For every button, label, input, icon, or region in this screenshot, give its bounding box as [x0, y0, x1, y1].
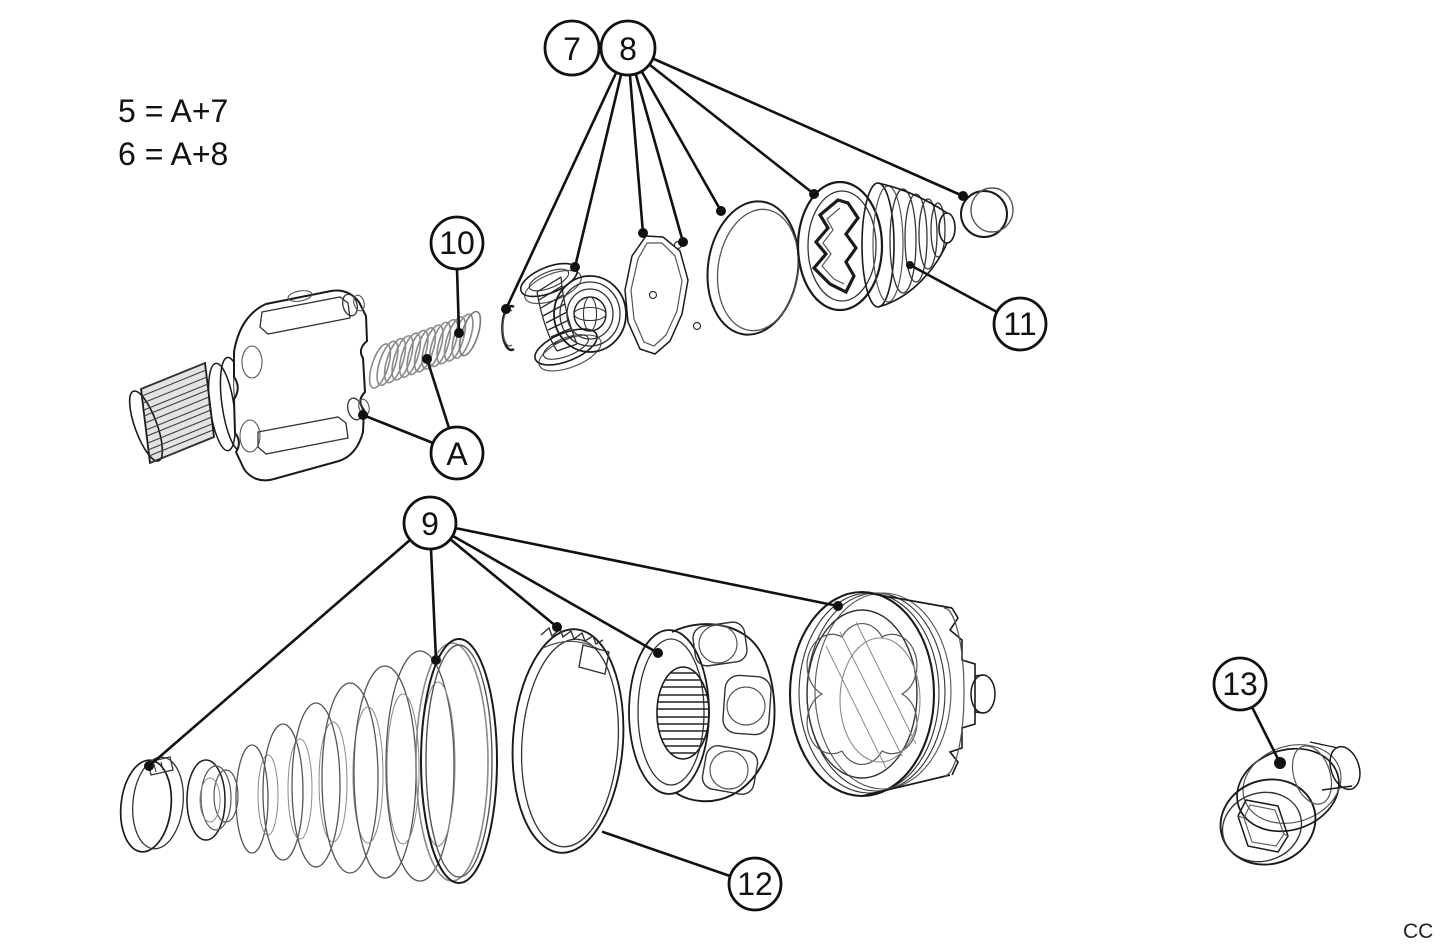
- callout-10: 10: [429, 215, 485, 271]
- callouts: 7 8 10 A 11 9 12 13: [402, 19, 1268, 912]
- callout-12-label: 12: [737, 866, 773, 902]
- callout-7-label: 7: [563, 31, 581, 67]
- callout-11: 11: [992, 296, 1048, 352]
- outer-housing-drawing: [788, 590, 996, 798]
- callout-A: A: [429, 425, 485, 481]
- callout-10-label: 10: [439, 225, 475, 261]
- callout-7: 7: [543, 19, 601, 77]
- gasket-drawing: [624, 235, 702, 355]
- leader-lines: [144, 57, 1286, 878]
- inner-joint-drawing: [128, 289, 370, 482]
- note-line-1: 5 = A+7: [118, 93, 228, 129]
- callout-11-label: 11: [1003, 306, 1036, 342]
- spring-drawing: [368, 310, 482, 389]
- callout-8: 8: [599, 19, 657, 77]
- socket-drawing: [1219, 741, 1361, 866]
- ball-cage-drawing: [628, 621, 776, 803]
- legend-notes: 5 = A+7 6 = A+8: [118, 93, 228, 172]
- callout-9-label: 9: [421, 506, 439, 542]
- callout-8-label: 8: [619, 31, 637, 67]
- callout-9: 9: [402, 495, 458, 551]
- boot-small-ring-drawing: [960, 187, 1014, 238]
- bellows-boot-drawing: [186, 638, 498, 884]
- bearing-hub-drawing: [519, 262, 627, 372]
- watermark-text: CC: [1403, 920, 1433, 943]
- callout-A-label: A: [446, 436, 468, 472]
- callout-13: 13: [1212, 656, 1268, 712]
- callout-12: 12: [727, 856, 783, 912]
- callout-13-label: 13: [1222, 666, 1258, 702]
- note-line-2: 6 = A+8: [118, 136, 228, 172]
- large-clamp-drawing: [511, 626, 625, 854]
- cover-plate-drawing: [706, 200, 800, 336]
- outer-boot-drawing: [796, 180, 956, 312]
- small-clamp-drawing: [119, 756, 184, 853]
